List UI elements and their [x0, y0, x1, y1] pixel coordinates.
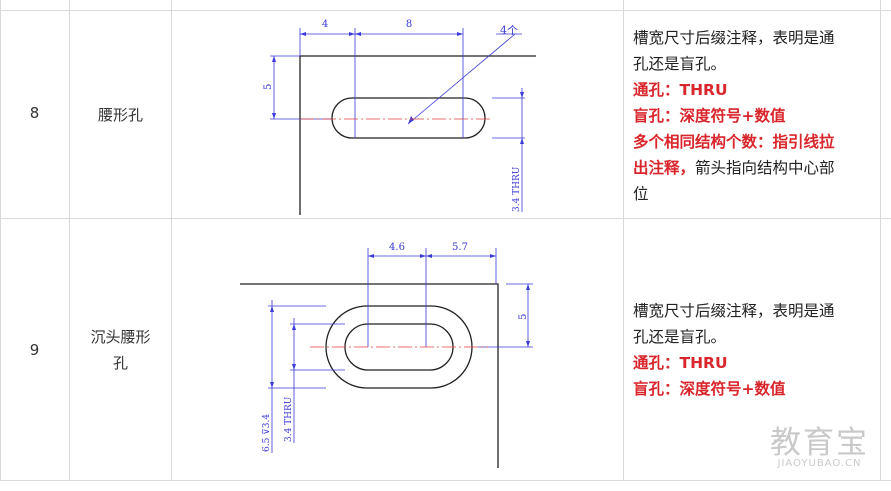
row-description: 槽宽尺寸后缀注释，表明是通孔还是盲孔。通孔：THRU 盲孔：深度符号+数值多个相同…: [633, 25, 865, 207]
dim-depth-label: 6.5 ⊽3.4: [262, 414, 272, 452]
col-divider-1: [69, 0, 70, 481]
row-divider-top: [0, 10, 891, 11]
dim-thru-label: 3.4 THRU: [512, 166, 522, 212]
highlight-text: 通孔：THRU: [633, 354, 728, 372]
watermark-logo: 教育宝 JIAOYUBAO.CN: [770, 417, 869, 469]
row-divider-bottom: [0, 480, 891, 481]
dim-label: 4: [322, 19, 328, 30]
col-divider-2: [171, 0, 172, 481]
body-text: 位: [633, 185, 649, 203]
body-text: 孔还是盲孔。: [633, 328, 727, 346]
description-line: 多个相同结构个数：指引线拉: [633, 129, 865, 155]
dim-label: 5: [263, 84, 274, 90]
description-line: 通孔：THRU: [633, 350, 865, 376]
body-text: 箭头指向结构中心部: [695, 159, 835, 177]
col-divider-3: [623, 0, 624, 481]
description-line: 出注释，箭头指向结构中心部: [633, 155, 865, 181]
highlight-text: 通孔：THRU: [633, 81, 728, 99]
highlight-text: 盲孔：深度符号+数值: [633, 107, 786, 125]
description-line: 位: [633, 181, 865, 207]
watermark-sub: JIAOYUBAO.CN: [777, 458, 862, 469]
dim-label: 8: [406, 19, 412, 30]
description-line: 孔还是盲孔。: [633, 324, 865, 350]
dim-label: 5.7: [452, 242, 468, 253]
row-description: 槽宽尺寸后缀注释，表明是通孔还是盲孔。通孔：THRU 盲孔：深度符号+数值: [633, 298, 865, 402]
description-line: 槽宽尺寸后缀注释，表明是通: [633, 298, 865, 324]
description-line: 盲孔：深度符号+数值: [633, 103, 865, 129]
slot-hole-drawing: 4 8 4个 5 3.4 THRU: [263, 19, 536, 215]
dim-count-label: 4个: [500, 24, 518, 37]
row-name: 腰形孔: [97, 106, 143, 124]
dim-thru-label: 3.4 THRU: [284, 396, 294, 442]
highlight-text: 盲孔：深度符号+数值: [633, 380, 786, 398]
body-text: 孔还是盲孔。: [633, 55, 727, 73]
countersunk-slot-drawing: 4.6 5.7 5 6.5 ⊽3.4 3.4 THRU: [240, 242, 533, 468]
description-line: 槽宽尺寸后缀注释，表明是通: [633, 25, 865, 51]
description-line: 孔还是盲孔。: [633, 51, 865, 77]
row-name-line: 沉头腰形: [90, 328, 151, 346]
highlight-text: 出注释，: [633, 159, 696, 177]
dim-label: 5: [518, 314, 529, 320]
row-number: 8: [29, 104, 40, 122]
row-divider-mid: [0, 218, 891, 219]
row-number: 9: [29, 341, 40, 359]
description-line: 盲孔：深度符号+数值: [633, 376, 865, 402]
description-line: 通孔：THRU: [633, 77, 865, 103]
body-text: 槽宽尺寸后缀注释，表明是通: [633, 302, 835, 320]
dim-label: 4.6: [389, 242, 405, 253]
row-name: 沉头腰形 孔: [70, 324, 171, 376]
row-name-line: 孔: [112, 354, 128, 372]
highlight-text: 多个相同结构个数：指引线拉: [633, 133, 835, 151]
body-text: 槽宽尺寸后缀注释，表明是通: [633, 29, 835, 47]
col-divider-4: [880, 0, 881, 481]
watermark-main: 教育宝: [770, 425, 869, 461]
col-divider-0: [0, 0, 1, 481]
